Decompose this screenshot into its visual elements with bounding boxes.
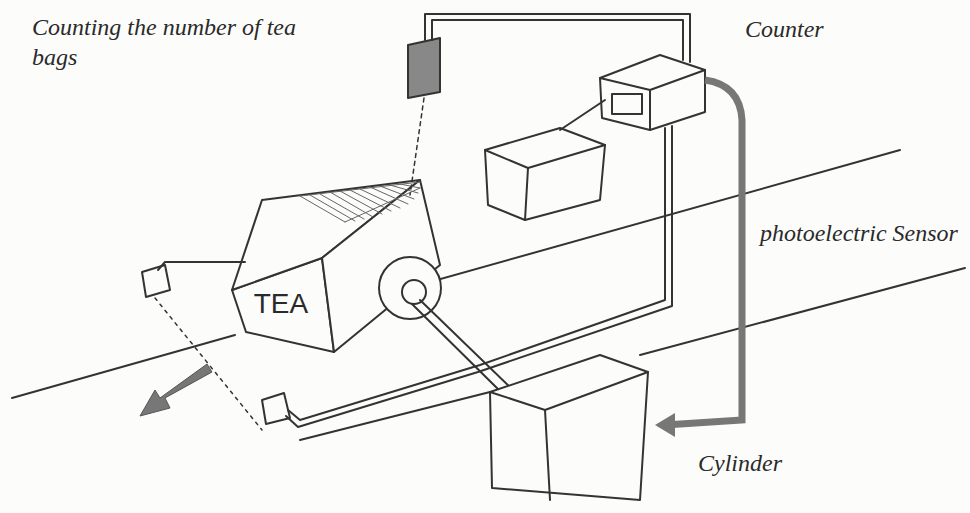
sensor-wire — [288, 128, 665, 420]
sensor-beam — [410, 98, 424, 195]
cylinder-box — [490, 355, 648, 500]
handwritten-label: Counter — [745, 14, 945, 44]
counter-screen — [612, 94, 642, 114]
piston-head — [402, 280, 426, 304]
conveyor-edge — [12, 335, 235, 398]
cylinder-disc — [379, 257, 441, 319]
counter-edge — [649, 90, 651, 130]
tea-box-label-area: TEA — [236, 282, 326, 326]
tea-bag-hatching — [300, 182, 420, 222]
sensor-beam — [155, 298, 262, 430]
counter-edge — [600, 70, 705, 90]
cylinder-box-edge — [490, 372, 648, 410]
tea-box-side — [322, 180, 440, 352]
conveyor-edge — [300, 392, 490, 440]
left-sensor — [142, 265, 170, 297]
guide-box-edge — [525, 168, 528, 220]
sensor-wire — [158, 262, 245, 270]
conveyor-direction-arrow — [140, 364, 212, 416]
box-text: TEA — [254, 288, 308, 320]
sensor-wire — [425, 14, 690, 62]
top-sensor — [408, 38, 440, 98]
guide-box — [485, 128, 605, 220]
sensor-wire — [432, 20, 683, 60]
handwritten-label: Counting the number of tea bags — [32, 12, 302, 72]
signal-arrow — [665, 80, 742, 425]
bottom-sensor — [262, 393, 290, 424]
cylinder-box-edge — [545, 410, 550, 500]
counter-device — [600, 55, 705, 130]
guide-box-edge — [485, 145, 605, 168]
sensor-wire — [286, 126, 672, 427]
conveyor-edge — [640, 268, 965, 355]
handwritten-label: Cylinder — [698, 448, 898, 478]
signal-arrow-head — [655, 413, 675, 437]
signal-wire — [560, 100, 605, 130]
handwritten-label: photoelectric Sensor — [760, 218, 960, 248]
